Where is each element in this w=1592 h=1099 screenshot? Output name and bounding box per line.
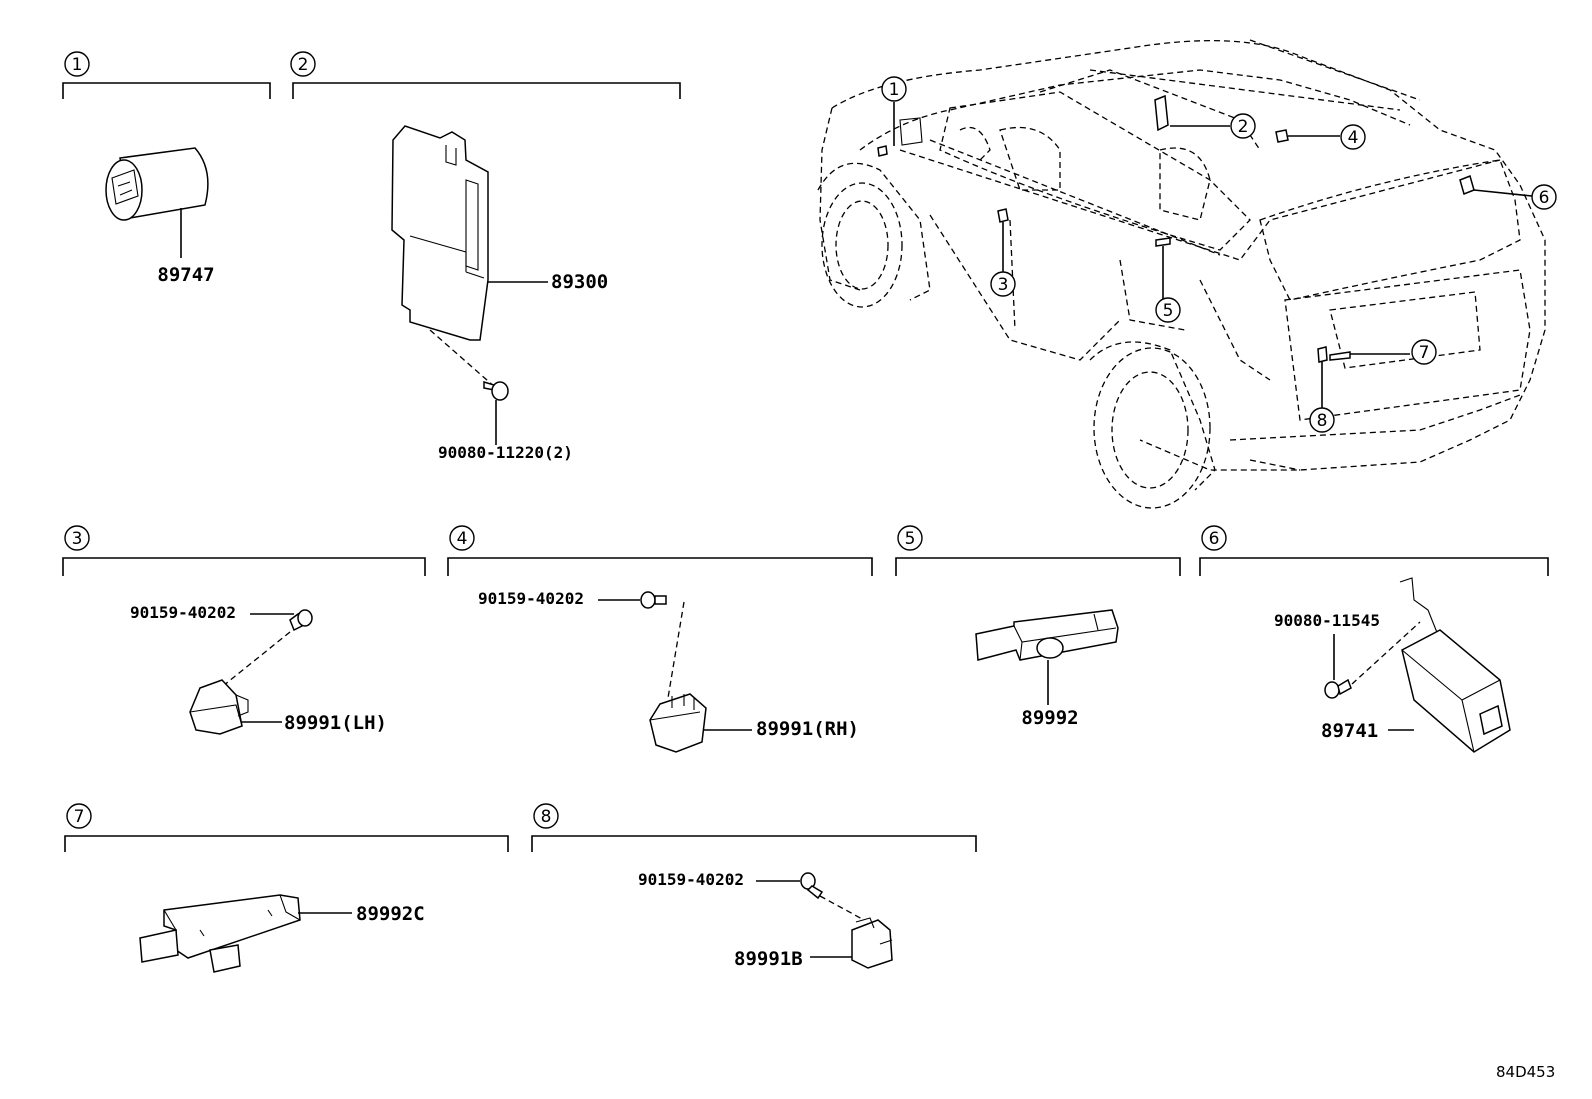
vehicle-callout-2-label: 2 (1238, 117, 1249, 137)
screw-dash-s4 (667, 601, 685, 699)
vehicle-callout-5 (1155, 297, 1181, 323)
part-89747-drawing (105, 147, 209, 221)
section-8-bracket (531, 835, 977, 852)
section-7-number: 7 (74, 807, 85, 827)
part-number-90080-11545: 90080-11545 (1274, 611, 1380, 630)
section-6: 6 90080-11545 89741 (1199, 525, 1549, 753)
part-89991-rh-drawing (649, 693, 707, 753)
vehicle-callout-4 (1340, 124, 1366, 150)
part-number-89991-rh: 89991(RH) (756, 718, 859, 740)
part-number-90159-40202-s8: 90159-40202 (638, 870, 744, 889)
section-6-circle (1201, 525, 1227, 551)
section-3-bracket (62, 557, 426, 576)
vehicle-callout-6 (1531, 184, 1557, 210)
vehicle-callout-3-label: 3 (998, 275, 1009, 295)
bolt-90080-11220 (483, 380, 509, 401)
section-8-circle (533, 803, 559, 829)
vehicle-callout-2 (1230, 113, 1256, 139)
vehicle-callout-8-label: 8 (1317, 411, 1328, 431)
section-1-number: 1 (72, 55, 83, 75)
screw-90080-11545 (1324, 678, 1352, 699)
section-4: 4 90159-40202 89991(RH) (447, 525, 873, 753)
part-number-90080-11220: 90080-11220(2) (438, 443, 573, 462)
part-89300-drawing (391, 125, 489, 341)
part-89991-lh-drawing (189, 679, 249, 735)
section-4-circle (449, 525, 475, 551)
section-4-number: 4 (457, 529, 468, 549)
section-1: 1 89747 (62, 51, 271, 286)
part-number-89747: 89747 (157, 264, 214, 286)
vehicle-callout-3 (990, 271, 1016, 297)
vehicle-drawing (817, 39, 1546, 509)
vehicle-callout-8 (1309, 407, 1335, 433)
vehicle-callout-6-label: 6 (1539, 188, 1550, 208)
section-3-number: 3 (72, 529, 83, 549)
section-6-number: 6 (1209, 529, 1220, 549)
section-8: 8 90159-40202 89991B (531, 803, 977, 970)
part-89741-drawing (1399, 577, 1511, 753)
section-2-circle (290, 51, 316, 77)
part-number-89991B: 89991B (734, 948, 803, 970)
screw-90159-40202-s4 (640, 591, 667, 609)
vehicle-callout-1 (881, 76, 907, 102)
part-number-89992C: 89992C (356, 903, 425, 925)
section-7-circle (66, 803, 92, 829)
screw-dash-s6 (1351, 621, 1421, 685)
part-number-89741: 89741 (1321, 720, 1378, 742)
section-3-circle (64, 525, 90, 551)
screw-90159-40202-s3 (289, 609, 313, 632)
vehicle-callout-7-label: 7 (1419, 343, 1430, 363)
part-89992C-drawing (139, 894, 301, 973)
section-1-circle (64, 51, 90, 77)
section-5: 5 89992 (895, 525, 1181, 729)
part-number-89300: 89300 (551, 271, 608, 293)
vehicle-callout-7 (1411, 339, 1437, 365)
vehicle-callout-1-label: 1 (889, 80, 900, 100)
section-4-bracket (447, 557, 873, 576)
part-number-90159-40202-s3: 90159-40202 (130, 603, 236, 622)
section-7: 7 89992C (64, 803, 509, 973)
vehicle-callout-5-label: 5 (1163, 301, 1174, 321)
section-5-number: 5 (905, 529, 916, 549)
section-7-bracket (64, 835, 509, 852)
section-3: 3 90159-40202 89991(LH) (62, 525, 426, 735)
section-2-bracket (292, 82, 681, 99)
section-1-bracket (62, 82, 271, 99)
section-6-bracket (1199, 557, 1549, 576)
section-2: 2 89300 90080-11220(2) (290, 51, 681, 462)
screw-dash-s3 (217, 631, 291, 691)
part-89991B-drawing (851, 917, 893, 969)
part-number-89992: 89992 (1021, 707, 1078, 729)
section-5-circle (897, 525, 923, 551)
part-number-90159-40202-s4: 90159-40202 (478, 589, 584, 608)
section-2-number: 2 (298, 55, 309, 75)
section-5-bracket (895, 557, 1181, 576)
screw-90159-40202-s8 (800, 872, 824, 900)
section-8-number: 8 (541, 807, 552, 827)
diagram-code: 84D453 (1496, 1063, 1555, 1081)
part-number-89991-lh: 89991(LH) (284, 712, 387, 734)
bolt-dash-line (429, 329, 497, 389)
part-89992-drawing (975, 609, 1119, 661)
vehicle-callouts: 1 2 3 4 5 6 7 8 (881, 76, 1557, 433)
vehicle-callout-4-label: 4 (1348, 128, 1359, 148)
screw-dash-s8 (819, 895, 865, 921)
